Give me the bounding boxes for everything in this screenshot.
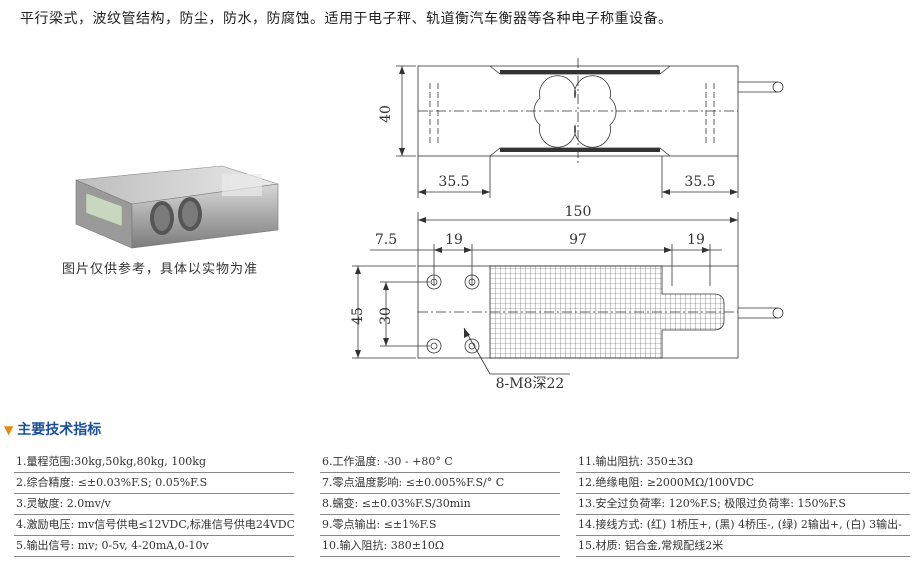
spec-row: 2.综合精度: ≤±0.03%F.S; 0.05%F.S 7.零点温度影响: ≤… xyxy=(14,473,910,494)
spec-item: 15.材质: 铝合金,常规配线2米 xyxy=(576,536,910,557)
spec-item: 3.灵敏度: 2.0mv/v xyxy=(14,494,294,515)
spec-item: 6.工作温度: -30 - +80° C xyxy=(320,452,560,473)
side-view xyxy=(396,58,784,198)
intro-text: 平行梁式，波纹管结构，防尘，防水，防腐蚀。适用于电子秤、轨道衡汽车衡器等各种电子… xyxy=(20,11,673,27)
section-title: ▼主要技术指标 xyxy=(4,422,102,438)
spec-table: 1.量程范围:30kg,50kg,80kg, 100kg 6.工作温度: -30… xyxy=(14,452,910,557)
dim-19-left: 19 xyxy=(445,232,463,248)
spec-item: 2.综合精度: ≤±0.03%F.S; 0.05%F.S xyxy=(14,473,294,494)
spec-item: 4.激励电压: mv信号供电≤12VDC,标准信号供电24VDC xyxy=(14,515,294,536)
triangle-icon: ▼ xyxy=(4,423,14,437)
dim-97: 97 xyxy=(569,232,587,248)
dim-35-5-left: 35.5 xyxy=(438,174,469,190)
dim-7-5: 7.5 xyxy=(375,232,397,248)
plan-view xyxy=(352,265,784,375)
dim-40: 40 xyxy=(378,105,394,123)
top-view-dims xyxy=(370,212,739,286)
spec-item: 5.输出信号: mv; 0-5v, 4-20mA,0-10v xyxy=(14,536,294,557)
spec-item: 10.输入阻抗: 380±10Ω xyxy=(320,536,560,557)
spec-row: 5.输出信号: mv; 0-5v, 4-20mA,0-10v 10.输入阻抗: … xyxy=(14,536,910,557)
photo-caption: 图片仅供参考，具体以实物为准 xyxy=(62,262,259,277)
spec-item: 13.安全过负荷率: 120%F.S; 极限过负荷率: 150%F.S xyxy=(576,494,910,515)
spec-row: 4.激励电压: mv信号供电≤12VDC,标准信号供电24VDC 9.零点输出:… xyxy=(14,515,910,536)
spec-row: 3.灵敏度: 2.0mv/v 8.蠕变: ≤±0.03%F.S/30min 13… xyxy=(14,494,910,515)
dim-150: 150 xyxy=(565,204,592,220)
spec-item: 1.量程范围:30kg,50kg,80kg, 100kg xyxy=(14,452,294,473)
spec-item: 11.输出阻抗: 350±3Ω xyxy=(576,452,910,473)
hole-note: 8-M8深22 xyxy=(496,376,565,392)
load-cell-photo xyxy=(75,165,279,249)
spec-item: 12.绝缘电阻: ≥2000MΩ/100VDC xyxy=(576,473,910,494)
dim-19-right: 19 xyxy=(687,232,705,248)
spec-item: 8.蠕变: ≤±0.03%F.S/30min xyxy=(320,494,560,515)
spec-row: 1.量程范围:30kg,50kg,80kg, 100kg 6.工作温度: -30… xyxy=(14,452,910,473)
technical-drawing: 40 35.5 35.5 150 7.5 19 97 19 45 30 8-M8… xyxy=(350,58,784,392)
spec-item: 9.零点输出: ≤±1%F.S xyxy=(320,515,560,536)
spec-item: 14.接线方式: (红) 1桥压+, (黑) 4桥压-, (绿) 2输出+, (… xyxy=(576,515,910,536)
dim-35-5-right: 35.5 xyxy=(684,174,715,190)
spec-item: 7.零点温度影响: ≤±0.005%F.S/° C xyxy=(320,473,560,494)
